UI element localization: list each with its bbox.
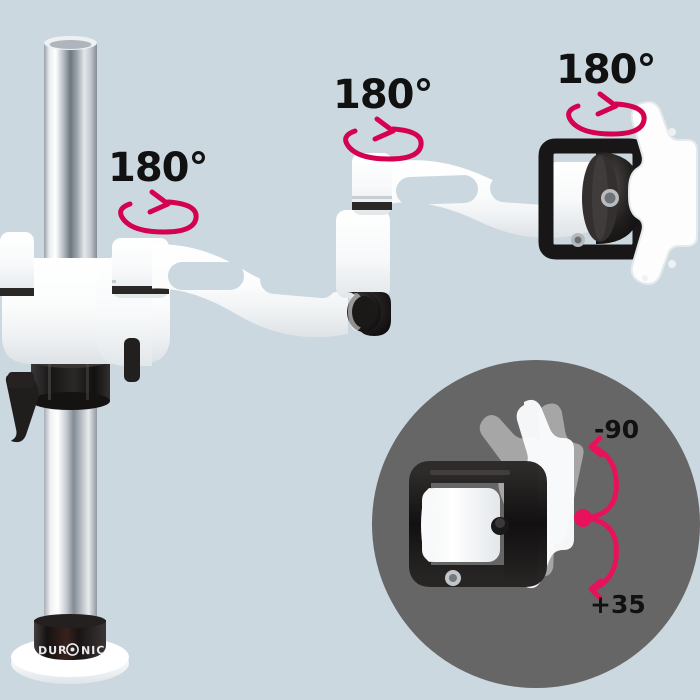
rotation-callout-base-joint-label: 180° bbox=[108, 145, 208, 191]
arm-joint-mid bbox=[336, 210, 391, 336]
rotation-arrow-icon bbox=[566, 91, 647, 137]
monitor-head-tilt-joint bbox=[538, 138, 648, 260]
rotation-callout-base-joint: 180° bbox=[108, 145, 208, 235]
tilt-mechanism-illustration bbox=[409, 399, 584, 589]
tilt-down-limit-label: +35 bbox=[590, 590, 646, 619]
rotation-callout-head-joint: 180° bbox=[556, 47, 656, 137]
rotation-arrow-icon bbox=[343, 116, 424, 162]
height-adjust-collar bbox=[5, 352, 110, 443]
rotation-callout-head-joint-label: 180° bbox=[556, 47, 656, 93]
mount-base-assembly bbox=[11, 386, 129, 684]
duronic-logo-right: NIC bbox=[80, 643, 106, 658]
tilt-up-limit-label: -90 bbox=[594, 415, 640, 444]
duronic-logo-left: DUR bbox=[37, 643, 68, 658]
tilt-detail-inset: -90 +35 bbox=[372, 360, 700, 688]
rotation-callout-mid-joint-label: 180° bbox=[333, 72, 433, 118]
duronic-logo-emblem-icon bbox=[66, 643, 79, 656]
vesa-mounting-plate bbox=[628, 101, 698, 285]
tilt-yoke bbox=[409, 461, 547, 587]
rotation-arrow-icon bbox=[118, 189, 199, 235]
rotation-callout-mid-joint: 180° bbox=[333, 72, 433, 162]
mount-arm-lower-segment bbox=[116, 238, 348, 338]
tilt-range-arrows bbox=[574, 435, 619, 601]
